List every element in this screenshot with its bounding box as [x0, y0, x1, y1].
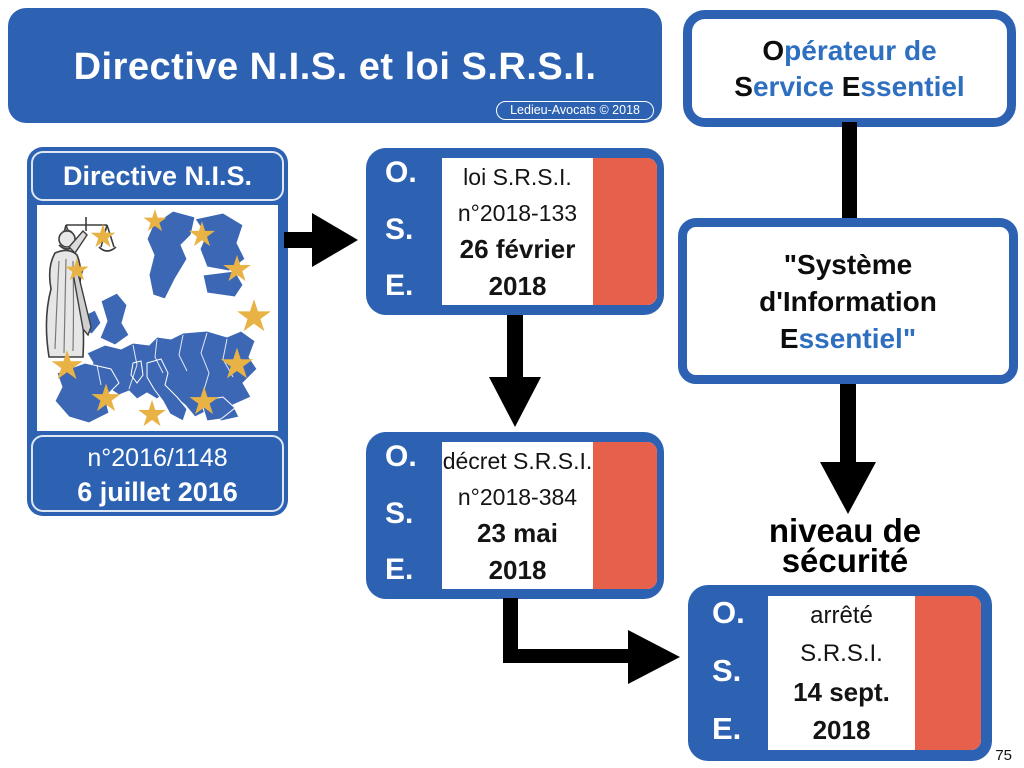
arrow-directive-to-law: [284, 232, 314, 248]
eu-star-icon: ★: [88, 218, 118, 254]
arrow-decree-to-order-head: [628, 630, 680, 684]
eu-star-icon: ★: [88, 378, 124, 420]
order-box-text: arrêté S.R.S.I. 14 sept. 2018: [793, 602, 890, 745]
slide-title: Directive N.I.S. et loi S.R.S.I.: [73, 46, 597, 88]
flag-panel: décret S.R.S.I. n°2018-384 23 mai 2018: [442, 442, 657, 589]
directive-nis-footer: n°2016/1148 6 juillet 2016: [31, 435, 284, 512]
eu-map-panel: ★ ★ ★ ★ ★ ★ ★ ★ ★ ★ ★: [37, 205, 278, 431]
justice-statue-icon: [45, 217, 117, 358]
sie-line2: d'Information: [759, 285, 937, 317]
decree-box-text: décret S.R.S.I. n°2018-384 23 mai 2018: [442, 447, 593, 585]
arrow-directive-to-law-head: [312, 213, 358, 267]
eu-star-icon: ★: [63, 254, 91, 287]
page-number: 75: [995, 747, 1012, 764]
directive-date: 6 juillet 2016: [77, 477, 238, 507]
eu-star-icon: ★: [141, 205, 169, 238]
eu-star-icon: ★: [135, 393, 169, 432]
flag-panel: loi S.R.S.I. n°2018-133 26 février 2018: [442, 158, 657, 305]
sie-box: "Système d'Information Essentiel": [678, 218, 1018, 384]
arrow-decree-to-order-vertical: [503, 598, 518, 662]
arrow-sie-to-security-head: [820, 462, 876, 514]
flag-red-stripe: [593, 442, 657, 589]
sie-line3: Essentiel": [779, 322, 917, 354]
eu-star-icon: ★: [220, 248, 254, 289]
ose-law-box: O. S. E. loi S.R.S.I. n°2018-133 26 févr…: [366, 148, 664, 315]
operator-essential-service-box: Opérateur de Service Essentiel: [683, 10, 1016, 127]
ose-letters: O. S. E.: [385, 156, 417, 302]
credit-badge: Ledieu-Avocats © 2018: [496, 101, 654, 120]
flag-panel: arrêté S.R.S.I. 14 sept. 2018: [768, 596, 981, 750]
arrow-law-to-decree-head: [489, 377, 541, 427]
flag-red-stripe: [593, 158, 657, 305]
directive-number: n°2016/1148: [87, 444, 228, 472]
connector-operator-to-sie: [842, 122, 857, 222]
law-box-text: loi S.R.S.I. n°2018-133 26 février 2018: [457, 163, 578, 301]
ose-letters: O. S. E.: [712, 595, 745, 746]
eu-star-icon: ★: [186, 381, 222, 423]
sie-line1: "Système: [783, 248, 913, 280]
directive-nis-header: Directive N.I.S.: [31, 151, 284, 201]
operator-box-line1: Opérateur de: [762, 34, 937, 66]
title-banner: Directive N.I.S. et loi S.R.S.I. Ledieu-…: [8, 8, 662, 123]
directive-nis-box: Directive N.I.S.: [27, 147, 288, 516]
ose-order-box: O. S. E. arrêté S.R.S.I. 14 sept. 2018: [688, 585, 992, 761]
arrow-law-to-decree: [507, 315, 523, 378]
eu-star-icon: ★: [186, 216, 218, 254]
operator-box-line2: Service Essentiel: [734, 70, 965, 102]
eu-star-icon: ★: [49, 344, 85, 388]
ose-decree-box: O. S. E. décret S.R.S.I. n°2018-384 23 m…: [366, 432, 664, 599]
eu-star-icon: ★: [234, 292, 274, 341]
arrow-decree-to-order-horizontal: [503, 649, 629, 663]
security-level-label: niveau de sécurité: [768, 512, 922, 579]
eu-map-graphic: [54, 210, 258, 424]
eu-star-icon: ★: [218, 340, 256, 387]
arrow-sie-to-security: [840, 384, 856, 463]
flag-red-stripe: [915, 596, 981, 750]
ose-letters: O. S. E.: [385, 440, 417, 586]
